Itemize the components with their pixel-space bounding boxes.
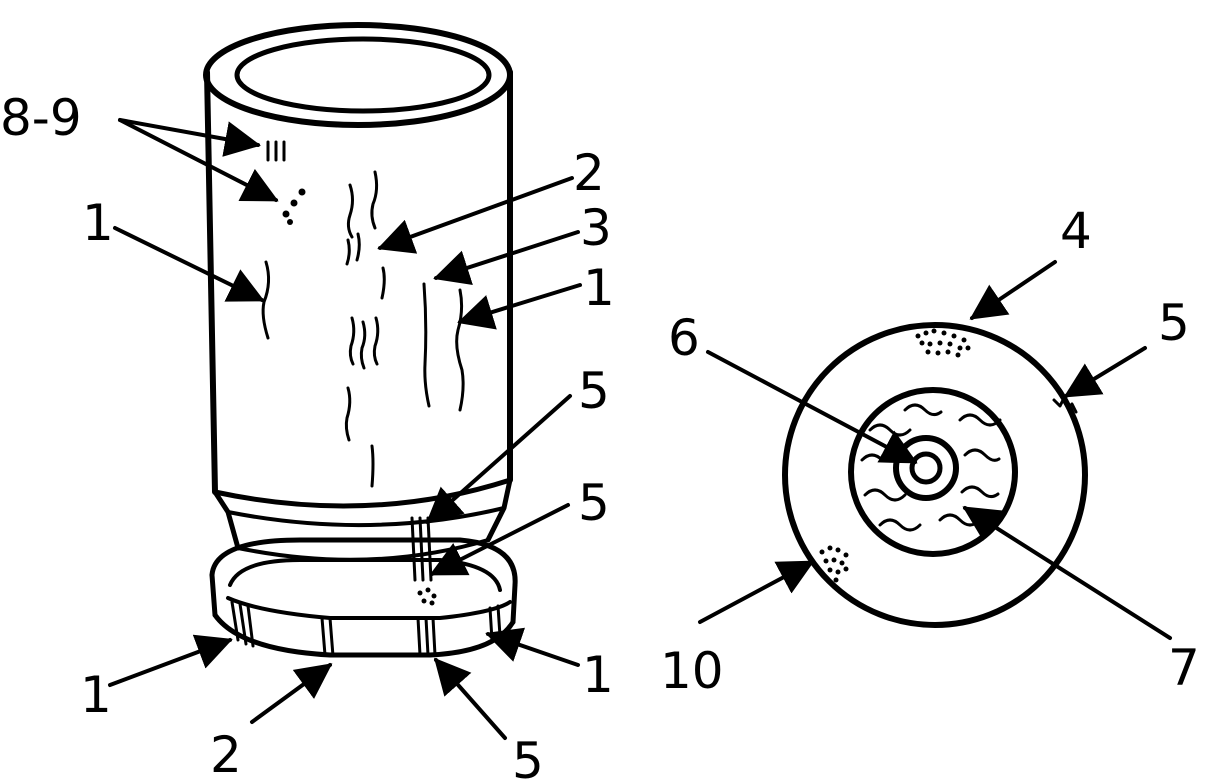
arrow-1-left: [113, 226, 265, 302]
callout-labels: 8-9 1 2 3 1 5 5 1 2 5 1 4 5 6 7 10: [0, 89, 1200, 784]
label-5-rim: 5: [512, 732, 544, 784]
label-5-upper: 5: [578, 362, 610, 420]
arrow-4: [969, 260, 1057, 320]
case-rim-right-edge: [510, 582, 518, 625]
label-1-rim-right: 1: [582, 646, 614, 704]
label-7: 7: [1168, 639, 1200, 697]
firing-pin-outer: [893, 435, 959, 501]
case-rim-left-edge: [209, 572, 218, 618]
dot-cluster-10: [819, 545, 849, 583]
arrow-3-body: [433, 230, 580, 285]
case-base-view: [782, 322, 1088, 628]
arrow-1-right: [457, 283, 582, 330]
marks-8-9: [266, 140, 306, 225]
case-shoulder: [212, 477, 513, 509]
body-striations: [261, 170, 465, 488]
arrow-5-upper: [425, 394, 572, 524]
case-body-left-wall: [204, 69, 218, 495]
cartridge-case: [203, 22, 518, 658]
arrow-2-body: [377, 176, 574, 254]
base-outer-circle: [782, 322, 1088, 628]
arrow-5-rim: [434, 657, 507, 740]
arrow-1-rim-left: [108, 634, 233, 687]
arrow-8-9-a: [118, 118, 261, 157]
arrow-10: [698, 560, 815, 624]
label-1-left: 1: [82, 194, 114, 252]
label-5-base: 5: [1158, 294, 1190, 352]
firing-pin-inner: [909, 451, 943, 485]
label-3-body: 3: [580, 199, 612, 257]
arrow-8-9-b: [118, 118, 279, 202]
label-10: 10: [660, 642, 724, 700]
case-rim-band: [226, 596, 512, 620]
case-rim-bottom: [212, 612, 516, 658]
case-groove-upper-band: [226, 506, 506, 528]
arrow-1-rim-right: [485, 627, 580, 667]
arrow-2-rim: [250, 663, 333, 724]
label-1-right: 1: [583, 259, 615, 317]
groove-marks: [410, 516, 433, 582]
case-rim-top-inner: [228, 558, 502, 592]
case-groove-left: [212, 489, 241, 551]
label-1-rim-left: 1: [80, 666, 112, 724]
rim-dots: [417, 587, 437, 606]
arrow-6: [706, 350, 918, 464]
arrow-5-middle: [429, 503, 570, 576]
label-8-9: 8-9: [0, 89, 82, 147]
arrow-7: [962, 506, 1172, 640]
rim-marks: [230, 600, 502, 658]
base-scratch-5: [1052, 398, 1078, 414]
arrow-5-base: [1063, 346, 1147, 398]
primer-texture: [860, 403, 1002, 532]
label-5-middle: 5: [578, 474, 610, 532]
label-4: 4: [1060, 202, 1092, 260]
case-mouth-inner: [234, 36, 492, 114]
dot-cluster-4: [915, 328, 971, 358]
label-2-rim: 2: [210, 726, 242, 784]
label-2-body: 2: [573, 144, 605, 202]
case-rim-top: [209, 537, 518, 588]
primer-circle: [848, 387, 1018, 557]
label-6: 6: [668, 309, 700, 367]
leader-arrows: [108, 118, 1172, 740]
